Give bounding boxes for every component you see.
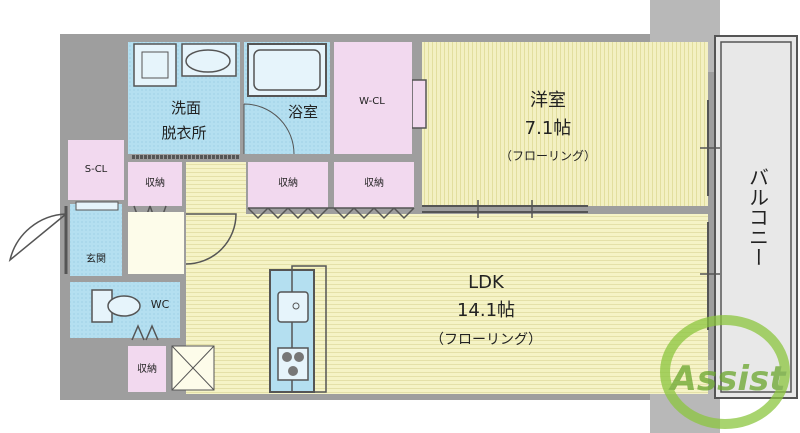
bath-label: 浴室 bbox=[288, 103, 318, 121]
scl-label: S-CL bbox=[85, 164, 108, 175]
walk-in-closet bbox=[334, 42, 412, 154]
entrance-label: 玄関 bbox=[86, 252, 106, 265]
storage-label-3: 収納 bbox=[364, 176, 384, 189]
balcony bbox=[714, 35, 798, 399]
western-room-floor: （フローリング） bbox=[500, 149, 596, 163]
ldk-floor: （フローリング） bbox=[430, 332, 542, 348]
balcony-label: バルコニー bbox=[746, 167, 770, 267]
room-labels: 洋室 7.1帖 （フローリング） LDK 14.1帖 （フローリング） 洗面 脱… bbox=[85, 90, 770, 375]
washroom-label-2: 脱衣所 bbox=[161, 124, 206, 142]
watermark-logo: Assist bbox=[660, 315, 790, 429]
western-room-name: 洋室 bbox=[530, 90, 566, 111]
watermark-text: Assist bbox=[668, 359, 788, 399]
ldk-size: 14.1帖 bbox=[457, 300, 515, 321]
shoe-closet bbox=[68, 140, 124, 200]
western-room-size: 7.1帖 bbox=[525, 118, 572, 139]
toilet bbox=[70, 282, 180, 341]
storage-label-1: 収納 bbox=[145, 176, 165, 189]
entrance bbox=[8, 201, 184, 276]
storage-label-4: 収納 bbox=[137, 362, 157, 375]
wc-label: WC bbox=[151, 298, 170, 311]
washroom-label-1: 洗面 bbox=[171, 99, 201, 117]
kitchen-counter bbox=[269, 265, 327, 393]
wcl-label: W-CL bbox=[359, 96, 385, 107]
ldk-name: LDK bbox=[468, 272, 505, 293]
western-room bbox=[411, 42, 720, 206]
storage-label-2: 収納 bbox=[278, 176, 298, 189]
washroom bbox=[128, 42, 240, 159]
bathroom bbox=[243, 42, 330, 155]
storage-units bbox=[128, 162, 415, 231]
storage-bottom bbox=[128, 345, 215, 392]
